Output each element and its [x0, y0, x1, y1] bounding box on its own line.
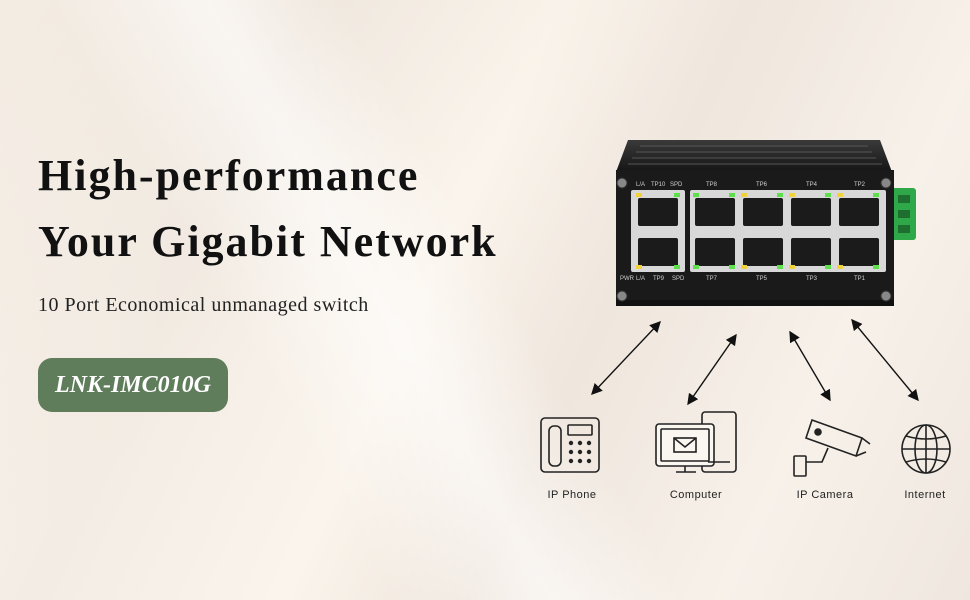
label-pwr: PWR — [620, 276, 635, 282]
model-badge: LNK-IMC010G — [38, 358, 228, 412]
label-tp2: TP2 — [854, 182, 866, 188]
label-tp5: TP5 — [756, 276, 768, 282]
label-tp9: TP9 — [653, 276, 665, 282]
label-tp3: TP3 — [806, 276, 818, 282]
status-leds — [636, 193, 879, 269]
headline-line-1: High-performance — [38, 151, 420, 200]
device-label-ip-camera: IP Camera — [796, 489, 854, 501]
label-spd-bottom: SPD — [672, 276, 685, 282]
network-switch: L/A TP10 SPD TP8 TP6 TP4 TP2 PWR L/A TP9… — [616, 140, 916, 306]
headline-line-2: Your Gigabit Network — [38, 217, 498, 266]
globe-icon — [901, 424, 951, 474]
device-label-internet: Internet — [904, 489, 946, 501]
label-tp7: TP7 — [706, 276, 718, 282]
label-tp6: TP6 — [756, 182, 768, 188]
camera-icon — [793, 418, 871, 477]
label-la-bottom: L/A — [636, 276, 645, 282]
phone-icon — [540, 417, 600, 473]
label-tp10: TP10 — [651, 182, 666, 188]
label-la-top: L/A — [636, 182, 645, 188]
device-label-ip-phone: IP Phone — [547, 489, 597, 501]
label-spd-top: SPD — [670, 182, 683, 188]
connection-arrows — [591, 318, 919, 406]
subtitle: 10 Port Economical unmanaged switch — [38, 294, 369, 316]
label-tp8: TP8 — [706, 182, 718, 188]
label-tp1: TP1 — [854, 276, 866, 282]
label-tp4: TP4 — [806, 182, 818, 188]
rj45-ports — [638, 198, 879, 266]
device-label-computer: Computer — [669, 489, 723, 501]
computer-icon — [655, 411, 737, 473]
